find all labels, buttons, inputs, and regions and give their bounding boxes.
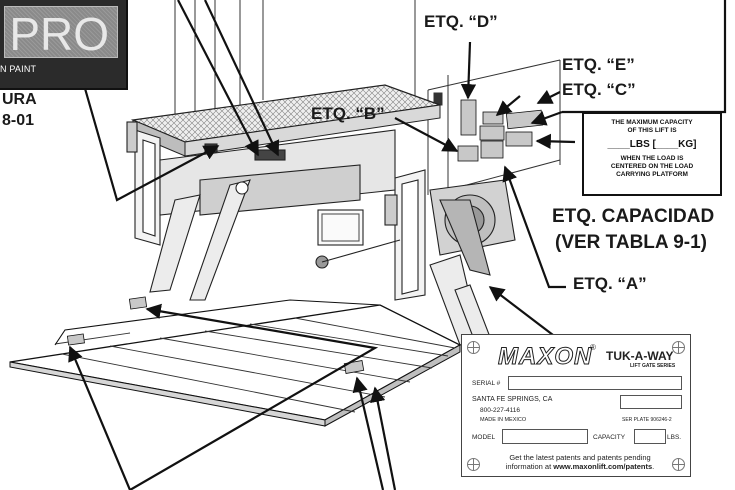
screw-icon bbox=[672, 341, 685, 354]
serial-plate: MAXON ® TUK-A-WAY LIFT GATE SERIES SERIA… bbox=[461, 334, 691, 477]
plate-brand-logo: MAXON bbox=[497, 343, 593, 371]
plate-capacity-label: CAPACITY bbox=[593, 434, 626, 441]
leader-lines bbox=[68, 0, 727, 490]
figure-ref-line2: 8-01 bbox=[2, 112, 35, 129]
plate-footer-line2c: . bbox=[652, 462, 655, 471]
plate-footer-url: www.maxonlift.com/patents bbox=[553, 462, 653, 471]
plate-model-field bbox=[502, 429, 588, 444]
plate-product-series: LIFT GATE SERIES bbox=[630, 363, 676, 369]
plate-made-in: MADE IN MEXICO bbox=[480, 417, 527, 423]
plate-footer-line2a: information at bbox=[505, 462, 554, 471]
label-etq-b: ETQ. “B” bbox=[311, 104, 385, 123]
mechanism bbox=[159, 129, 516, 276]
plate-serial-label: SERIAL # bbox=[472, 380, 501, 387]
capacity-decal-line6: CARRYING PLATFORM bbox=[616, 171, 688, 178]
plate-number: SER PLATE 906246-2 bbox=[622, 417, 672, 423]
capacity-decal-line5: CENTERED ON THE LOAD bbox=[610, 163, 694, 170]
capacity-decal-line3: ____LBS [____KG] bbox=[607, 139, 697, 150]
plate-lbs-label: LBS. bbox=[667, 434, 682, 441]
capacity-decal-line4: WHEN THE LOAD IS bbox=[620, 155, 684, 162]
pro-decal-text: PRO bbox=[9, 8, 109, 60]
plate-city: SANTA FE SPRINGS, CA bbox=[472, 396, 553, 403]
plate-product-name: TUK-A-WAY bbox=[606, 349, 674, 363]
label-etq-c: ETQ. “C” bbox=[562, 80, 636, 99]
label-capacity: ETQ. CAPACIDAD bbox=[552, 206, 715, 227]
screw-icon bbox=[467, 341, 480, 354]
plate-capacity-field bbox=[634, 429, 666, 444]
screw-icon bbox=[672, 458, 685, 471]
left-post bbox=[126, 121, 161, 246]
pro-decal-subtext: N PAINT bbox=[0, 64, 37, 74]
plate-serial-field bbox=[508, 376, 682, 390]
body-decals bbox=[457, 99, 544, 162]
right-post bbox=[384, 169, 426, 301]
plate-blank-field bbox=[620, 395, 682, 409]
plate-model-label: MODEL bbox=[472, 434, 496, 441]
pro-decal: PRO N PAINT bbox=[0, 0, 128, 90]
plate-registered-mark: ® bbox=[590, 343, 596, 352]
plate-footer-line1: Get the latest patents and patents pendi… bbox=[509, 453, 651, 462]
plate-phone: 800-227-4116 bbox=[480, 407, 520, 414]
label-etq-e: ETQ. “E” bbox=[562, 55, 635, 74]
figure-ref-line1: URA bbox=[2, 91, 37, 108]
screw-icon bbox=[467, 458, 480, 471]
pro-decal-panel: PRO bbox=[4, 6, 118, 60]
platform-deck bbox=[9, 296, 462, 427]
label-etq-d: ETQ. “D” bbox=[424, 12, 498, 31]
capacity-decal-line1: THE MAXIMUM CAPACITY bbox=[611, 119, 693, 126]
label-etq-a: ETQ. “A” bbox=[573, 274, 647, 293]
label-capacity-table: (VER TABLA 9-1) bbox=[555, 232, 707, 253]
plate-footer: Get the latest patents and patents pendi… bbox=[482, 453, 678, 471]
capacity-decal-line2: OF THIS LIFT IS bbox=[627, 127, 677, 134]
